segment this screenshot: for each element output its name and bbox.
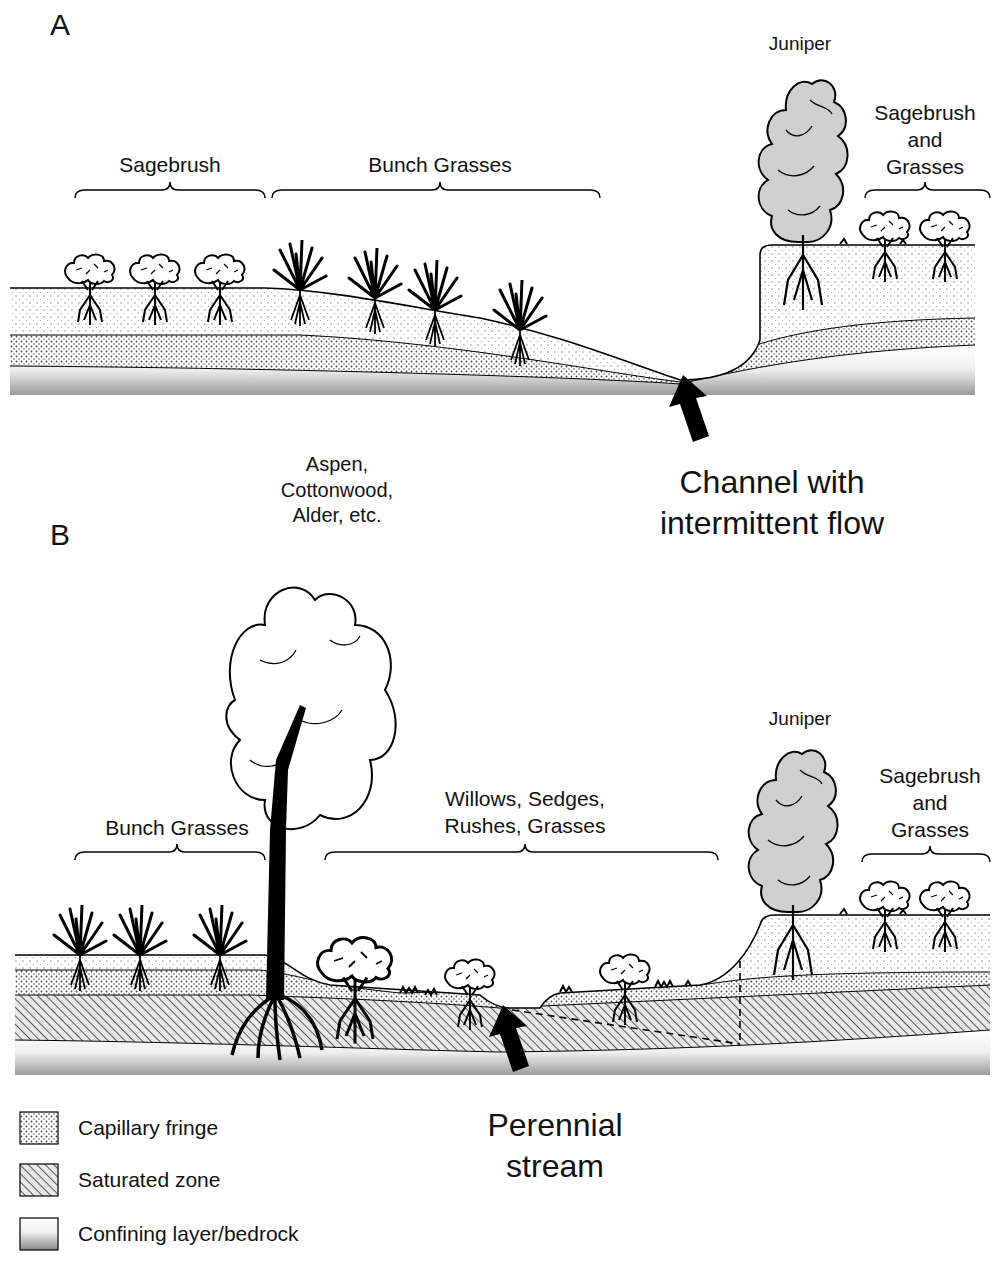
plant-label: Juniper <box>769 32 831 56</box>
legend-label: Capillary fringe <box>78 1115 218 1140</box>
ground-section-b <box>0 900 997 1080</box>
plant-label: Sagebrush <box>119 152 221 179</box>
plants-a <box>65 80 969 366</box>
plant-label: Aspen, Cottonwood, Alder, etc. <box>270 452 405 529</box>
pointer-arrow <box>669 375 709 442</box>
legend-swatch <box>20 1112 58 1144</box>
panel-letter: A <box>50 6 70 44</box>
plant-label: Sagebrush and Grasses <box>871 100 979 181</box>
legend-swatch <box>20 1164 58 1196</box>
ground-surface <box>10 245 975 380</box>
legend-swatches <box>20 1112 58 1250</box>
plants-b <box>54 588 969 1060</box>
legend-label: Saturated zone <box>78 1167 220 1192</box>
pointer-arrow <box>489 1005 529 1072</box>
legend-label: Confining layer/bedrock <box>78 1221 299 1246</box>
plant-label: Sagebrush and Grasses <box>876 763 984 844</box>
ground-surface <box>15 915 990 1008</box>
feature-label: Perennial stream <box>455 1105 655 1187</box>
plant-label: Willows, Sedges, Rushes, Grasses <box>420 786 630 840</box>
plant-label: Juniper <box>769 707 831 731</box>
panel-letter: B <box>50 516 70 554</box>
ground-section-a <box>0 230 997 400</box>
bracket <box>75 182 990 198</box>
bracket <box>75 844 990 862</box>
feature-label: Channel with intermittent flow <box>622 462 922 544</box>
plant-label: Bunch Grasses <box>368 152 512 179</box>
plant-label: Bunch Grasses <box>105 815 249 842</box>
legend-swatch <box>20 1218 58 1250</box>
